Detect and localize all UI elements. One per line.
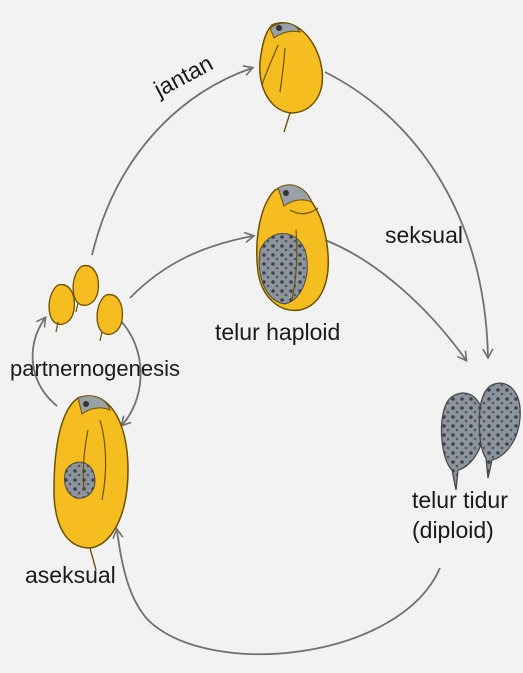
label-seksual: seksual — [385, 223, 463, 248]
juvenile-daphnia-icons — [49, 266, 122, 341]
label-telur-tidur: telur tidur — [412, 488, 508, 513]
asexual-female-daphnia-icon — [54, 396, 128, 570]
label-aseksual: aseksual — [25, 563, 116, 588]
arrow-male-to-resting-eggs — [325, 72, 488, 357]
male-daphnia-icon — [260, 23, 323, 132]
label-diploid: (diploid) — [412, 518, 494, 543]
arrow-resting-eggs-to-female — [117, 530, 440, 654]
arrow-to-haploid-female — [130, 236, 253, 298]
label-telur-haploid: telur haploid — [215, 320, 340, 345]
haploid-female-daphnia-icon — [257, 185, 328, 311]
resting-eggs-icon — [441, 383, 520, 490]
label-partnernogenesis: partnernogenesis — [10, 357, 180, 381]
arrow-haploid-to-resting-eggs — [325, 240, 466, 360]
